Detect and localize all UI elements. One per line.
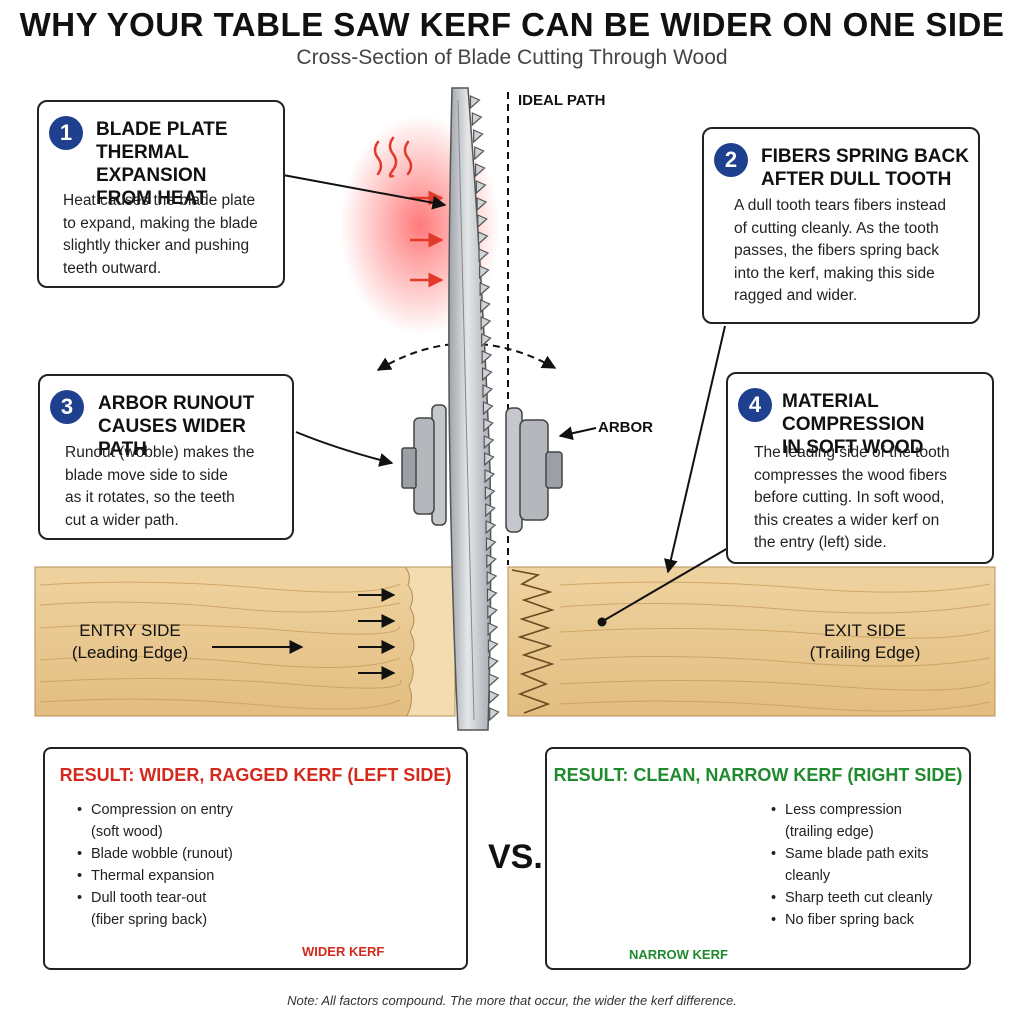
leader-3 — [295, 431, 394, 467]
page-subtitle: Cross-Section of Blade Cutting Through W… — [296, 46, 728, 69]
exit-side-label: EXIT SIDE (Trailing Edge) — [790, 620, 940, 664]
callout-4-body-line: this creates a wider kerf on — [754, 511, 940, 529]
callout-2-body-line: of cutting cleanly. As the tooth — [734, 219, 939, 237]
callout-1-title-line: FROM HEAT — [96, 188, 208, 209]
callout-3-title-line: ARBOR RUNOUT — [98, 393, 255, 414]
callout-1-number: 1 — [49, 116, 83, 150]
callout-1-title: BLADE PLATE THERMAL EXPANSION FROM HEAT — [96, 118, 283, 210]
exit-side-title: EXIT SIDE — [824, 621, 906, 640]
callout-1-body-line: teeth outward. — [63, 259, 162, 277]
callout-4-body-line: The leading side of the tooth — [754, 444, 950, 461]
callout-1-title-line: THERMAL EXPANSION — [96, 142, 207, 186]
result-right-title: RESULT: CLEAN, NARROW KERF (RIGHT SIDE) — [553, 765, 963, 785]
callout-4-body-line: the entry (left) side. — [754, 534, 887, 551]
callout-2-body-line: A dull tooth tears fibers instead — [734, 197, 946, 214]
arbor-right — [505, 407, 563, 533]
callout-2: 2 FIBERS SPRING BACK AFTER DULL TOOTH A … — [702, 127, 980, 324]
callout-4-number: 4 — [738, 388, 772, 422]
ideal-path-label: IDEAL PATH — [518, 92, 606, 109]
callout-1-body: Heat causes the blade plate to expand, m… — [63, 190, 258, 280]
leader-1 — [282, 174, 447, 210]
callout-3: 3 ARBOR RUNOUT CAUSES WIDER PATH Runout … — [38, 374, 294, 540]
callout-4-title-line: IN SOFT WOOD — [782, 437, 924, 458]
arbor-label: ARBOR — [598, 419, 653, 436]
callout-4-title-line: MATERIAL COMPRESSION — [782, 391, 925, 435]
callout-3-body-line: cut a wider path. — [65, 511, 179, 529]
result-left-panel: RESULT: WIDER, RAGGED KERF (LEFT SIDE) C… — [43, 747, 468, 970]
result-left-bullets: Compression on entry(soft wood) Blade wo… — [77, 799, 233, 931]
callout-2-body-line: passes, the fibers spring back — [734, 242, 940, 259]
callout-1-body-line: Heat causes the blade plate — [63, 192, 256, 209]
callout-2-body-line: into the kerf, making this side — [734, 264, 935, 282]
callout-4-body-line: compresses the wood fibers — [754, 466, 947, 484]
callout-2-title: FIBERS SPRING BACK AFTER DULL TOOTH — [761, 145, 969, 191]
callout-3-body: Runout (wobble) makes the blade move sid… — [65, 442, 255, 532]
callout-3-body-line: as it rotates, so the teeth — [65, 489, 235, 506]
result-left-title: RESULT: WIDER, RAGGED KERF (LEFT SIDE) — [59, 765, 452, 785]
callout-3-title: ARBOR RUNOUT CAUSES WIDER PATH — [98, 392, 292, 461]
callout-2-title-line: AFTER DULL TOOTH — [761, 169, 952, 190]
callout-1-body-line: to expand, making the blade — [63, 214, 258, 232]
result-left-bullet: Compression on entry(soft wood) — [77, 799, 233, 843]
callout-1-body-line: slightly thicker and pushing — [63, 237, 250, 254]
arbor-left — [401, 404, 447, 526]
wider-kerf-label: WIDER KERF — [302, 944, 385, 959]
callout-2-body: A dull tooth tears fibers instead of cut… — [734, 195, 946, 308]
page-title: WHY YOUR TABLE SAW KERF CAN BE WIDER ON … — [19, 6, 1005, 43]
compression-arrows — [212, 588, 396, 680]
leader-arbor — [558, 426, 597, 441]
entry-side-subtitle: (Leading Edge) — [71, 643, 189, 662]
callout-4-body: The leading side of the tooth compresses… — [754, 442, 950, 555]
result-right-bullet: Sharp teeth cut cleanly — [771, 887, 933, 909]
callout-1: 1 BLADE PLATE THERMAL EXPANSION FROM HEA… — [37, 100, 285, 288]
narrow-kerf-label: NARROW KERF — [629, 947, 728, 962]
callout-2-body-line: ragged and wider. — [734, 287, 858, 304]
exit-side-subtitle: (Trailing Edge) — [809, 643, 921, 662]
callout-2-title-line: FIBERS SPRING BACK — [761, 146, 969, 167]
result-right-bullet: No fiber spring back — [771, 909, 933, 931]
leader-4-dot — [597, 617, 607, 627]
callout-3-body-line: blade move side to side — [65, 466, 228, 484]
callout-4-body-line: before cutting. In soft wood, — [754, 489, 945, 506]
callout-4-title: MATERIAL COMPRESSION IN SOFT WOOD — [782, 390, 992, 459]
rotation-arrow-icon — [376, 342, 557, 371]
result-right-bullets: Less compression(trailing edge) Same bla… — [771, 799, 933, 931]
entry-side-title: ENTRY SIDE — [79, 621, 181, 640]
callout-2-number: 2 — [714, 143, 748, 177]
callout-4: 4 MATERIAL COMPRESSION IN SOFT WOOD The … — [726, 372, 994, 564]
heat-wave-icon — [373, 136, 413, 178]
callout-3-number: 3 — [50, 390, 84, 424]
result-right-panel: RESULT: CLEAN, NARROW KERF (RIGHT SIDE) … — [545, 747, 971, 970]
footnote: Note: All factors compound. The more tha… — [287, 993, 737, 1008]
result-left-bullet: Thermal expansion — [77, 865, 233, 887]
entry-side-label: ENTRY SIDE (Leading Edge) — [60, 620, 200, 664]
leader-4 — [602, 547, 729, 622]
result-left-bullet: Dull tooth tear-out(fiber spring back) — [77, 887, 233, 931]
result-right-bullet: Less compression(trailing edge) — [771, 799, 933, 843]
saw-blade — [448, 87, 500, 731]
result-left-bullet: Blade wobble (runout) — [77, 843, 233, 865]
callout-3-title-line: CAUSES WIDER PATH — [98, 416, 246, 460]
wood-board-left — [34, 566, 456, 717]
callout-3-body-line: Runout (wobble) makes the — [65, 444, 255, 461]
leader-2 — [664, 325, 726, 574]
callout-1-title-line: BLADE PLATE — [96, 119, 228, 140]
vs-label: VS. — [488, 838, 543, 876]
